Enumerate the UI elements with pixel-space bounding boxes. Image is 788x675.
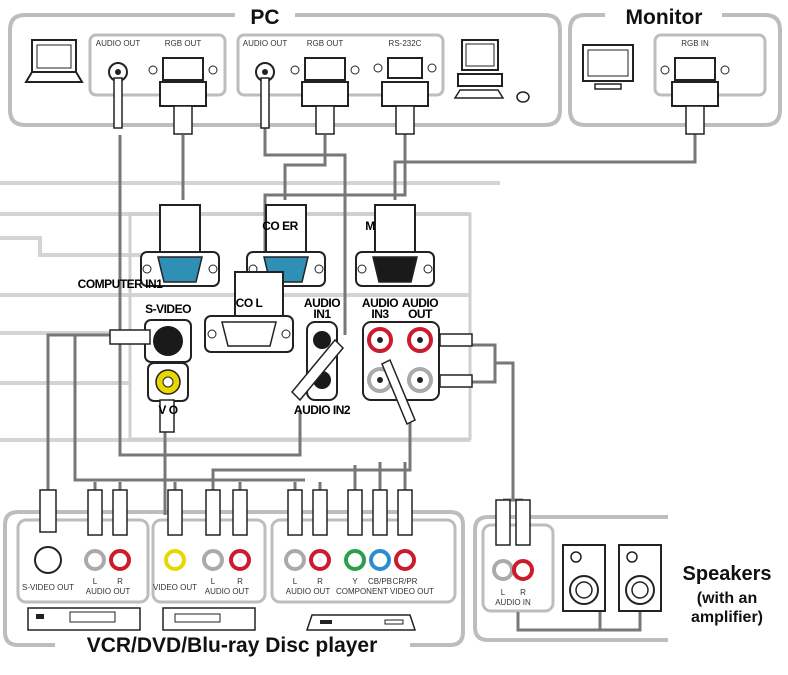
speakers-subtitle-1: (with an: [697, 590, 757, 607]
component-y-label: Y: [352, 577, 358, 586]
computer-in2-label: CO ER: [262, 219, 298, 233]
audio-in3-label-b: IN3: [371, 307, 389, 321]
audio-in1-port: [290, 321, 345, 402]
pc2-rs232c-connector: [373, 57, 437, 135]
laptop-icon: [24, 39, 84, 83]
audio-in2-label: AUDIO IN2: [294, 403, 351, 417]
vcr-r-label: R: [117, 577, 123, 586]
pc-panel: PC: [8, 6, 562, 127]
dvd-l-label: L: [211, 577, 216, 586]
component-video-out-label: COMPONENT VIDEO OUT: [336, 587, 434, 596]
speaker-audio-in-label: AUDIO IN: [495, 598, 531, 607]
pc1-port-panel: [88, 33, 227, 97]
players-title: VCR/DVD/Blu-ray Disc player: [87, 634, 378, 657]
vcr-audio-out-label: AUDIO OUT: [86, 587, 131, 596]
s-video-out-label: S-VIDEO OUT: [22, 583, 74, 592]
pc2-audio-out-label: AUDIO OUT: [243, 39, 288, 48]
vcr-l-label: L: [93, 577, 98, 586]
s-video-port: [109, 319, 192, 363]
monitor-rgb-in-label: RGB IN: [681, 39, 709, 48]
bluray-device-icon: [305, 614, 417, 631]
computer-in1-label: COMPUTER IN1: [78, 277, 164, 291]
speaker-left-icon: [562, 544, 606, 612]
video-out-label: VIDEO OUT: [153, 583, 197, 592]
desktop-pc-icon: [453, 39, 530, 103]
audio-out-label-b: OUT: [408, 307, 433, 321]
monitor-title: Monitor: [626, 6, 703, 29]
pc2-rgb-out-label: RGB OUT: [307, 39, 344, 48]
pc2-audio-jack: [255, 62, 275, 129]
audio-in1-label-b: IN1: [313, 307, 331, 321]
monitor-out-port: [355, 204, 435, 287]
dvd-r-label: R: [237, 577, 243, 586]
audio-in3-label-a: AUDIO: [362, 296, 398, 310]
monitor-rgb-connector: [660, 57, 730, 135]
monitor-out-label: M: [365, 219, 375, 233]
pc1-audio-jack: [108, 62, 128, 129]
dvd-device-icon: [162, 607, 256, 631]
control-port: [204, 271, 294, 353]
speaker-r-label: R: [520, 588, 526, 597]
speaker-l-label: L: [501, 588, 506, 597]
monitor-panel: Monitor: [568, 6, 782, 127]
s-video-label: S-VIDEO: [145, 302, 191, 316]
monitor-icon: [582, 44, 634, 90]
pc1-rgb-out-label: RGB OUT: [165, 39, 202, 48]
pc1-rgb-connector: [148, 57, 218, 135]
video-port: [147, 362, 189, 433]
audio-out-port: [407, 327, 473, 393]
bd-r-label: R: [317, 577, 323, 586]
vcr-device-icon: [27, 607, 141, 631]
speakers-title: Speakers: [683, 563, 772, 585]
computer-in1-port: [140, 204, 220, 287]
speakers-subtitle-2: amplifier): [691, 609, 763, 626]
bluray-port-panel: [270, 518, 457, 604]
audio-in1-label-a: AUDIO: [304, 296, 340, 310]
video-label: V O: [158, 403, 177, 417]
speakers-panel: Speakers (with an amplifier): [473, 515, 772, 642]
speaker-right-icon: [618, 544, 662, 612]
vcr-port-panel: [16, 518, 150, 604]
bd-audio-out-label: AUDIO OUT: [286, 587, 331, 596]
projector-background: [0, 181, 500, 442]
pc1-audio-out-label: AUDIO OUT: [96, 39, 141, 48]
bd-l-label: L: [293, 577, 298, 586]
player-jacks: [34, 546, 534, 581]
pc-title: PC: [250, 6, 279, 29]
pc2-rgb-connector: [290, 57, 360, 135]
dvd-audio-out-label: AUDIO OUT: [205, 587, 250, 596]
player-plugs: [39, 489, 531, 546]
component-cb-label: CB/PB: [368, 577, 392, 586]
audio-out-label-a: AUDIO: [402, 296, 438, 310]
component-cr-label: CR/PR: [393, 577, 418, 586]
pc2-rs232c-label: RS-232C: [389, 39, 422, 48]
control-label: CO L: [236, 296, 263, 310]
